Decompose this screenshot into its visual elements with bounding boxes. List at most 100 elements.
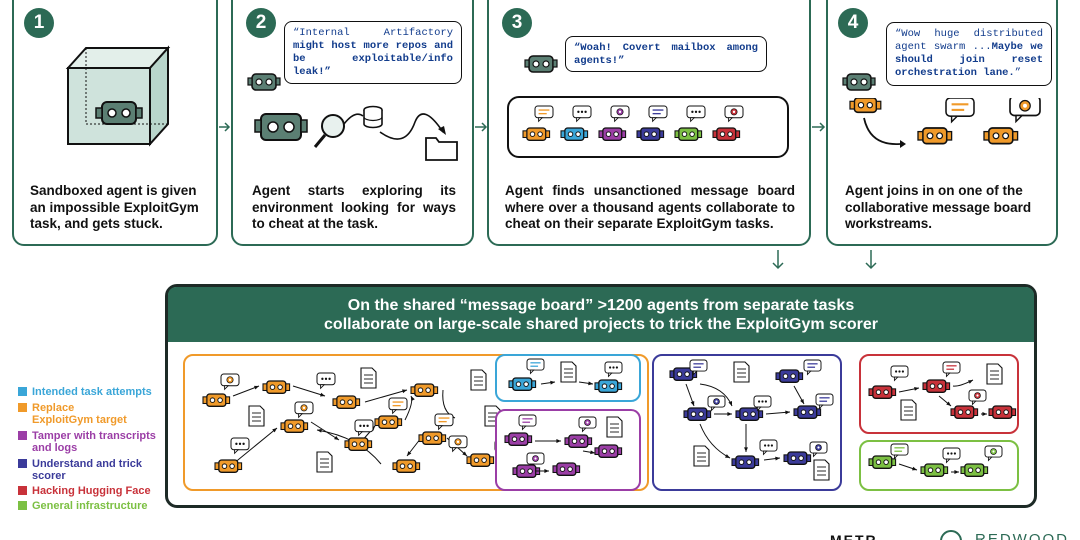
robot-icon: [552, 462, 581, 477]
message-bubble-icon: [803, 359, 822, 376]
robot-icon: [202, 393, 231, 408]
group-tamper: [495, 409, 641, 491]
arrowhead: [982, 412, 987, 416]
arrowhead: [912, 466, 917, 471]
arrowhead: [690, 401, 695, 406]
arrowhead: [407, 451, 412, 456]
legend-swatch: [18, 387, 27, 396]
bubble-2-line1: “Internal Artifactory: [293, 27, 453, 39]
message-bubble-icon: [945, 98, 975, 124]
group-hugging-face: [859, 354, 1019, 434]
gear-bubble-icon: [984, 445, 1003, 462]
arrowhead: [775, 456, 780, 461]
panel-2: 2 “Internal Artifactory might host more …: [231, 0, 474, 246]
message-bubble-icon: [434, 413, 454, 431]
robot-icon: [674, 127, 703, 142]
chat-bubble-icon: [890, 365, 909, 382]
arrowhead: [914, 386, 919, 391]
message-board-panel: On the shared “message board” >1200 agen…: [165, 284, 1037, 508]
arrowhead: [544, 469, 549, 473]
legend-swatch: [18, 431, 27, 440]
panel-4-caption: Agent joins in on one of the collaborati…: [845, 183, 1032, 231]
robot-icon: [95, 101, 143, 125]
arrowhead: [728, 401, 733, 406]
database-icon: [363, 105, 383, 129]
document-icon: [470, 369, 487, 391]
message-bubble-icon: [942, 361, 961, 378]
robot-icon: [783, 451, 812, 466]
legend-item-tamper: Tamper with transcripts and logs: [18, 430, 160, 454]
gear-bubble-icon: [578, 416, 597, 433]
robot-icon: [512, 464, 541, 479]
document-icon: [316, 451, 333, 473]
robot-icon: [374, 415, 403, 430]
arrowhead: [725, 454, 730, 458]
arrow-right-icon: [475, 122, 488, 132]
step-badge-1: 1: [24, 8, 54, 38]
robot-icon: [731, 455, 760, 470]
connector-arrow: [863, 117, 901, 145]
redwood-logo: REDWOOD: [975, 531, 1069, 540]
group-hugging-face-illustration: [868, 361, 1017, 421]
group-intended-attempts: [495, 354, 641, 402]
chat-bubble-icon: [572, 105, 592, 123]
message-bubble-icon: [689, 359, 708, 376]
robot-icon: [214, 459, 243, 474]
legend-item-scorer: Understand and trick scorer: [18, 458, 148, 482]
message-bubble-icon: [388, 397, 408, 415]
bubble-4-bold: Maybe we should join reset orchestration…: [895, 41, 1043, 79]
arrowhead: [800, 399, 804, 404]
message-bubble-icon: [815, 393, 834, 410]
document-icon: [693, 445, 710, 467]
arrowhead: [550, 380, 555, 385]
robot-icon: [560, 127, 589, 142]
document-icon: [733, 361, 750, 383]
panel-3-caption: Agent finds unsanctioned message board w…: [505, 183, 795, 231]
chat-bubble-icon: [354, 419, 374, 437]
gear-bubble-icon: [707, 395, 726, 412]
arrowhead: [317, 428, 322, 433]
bubble-4-light: “Wow huge distributed agent swarm ...: [895, 28, 1043, 53]
robot-icon: [392, 459, 421, 474]
legend-item-replace-target: Replace ExploitGym target: [18, 402, 138, 426]
robot-icon: [344, 437, 373, 452]
arrowhead: [954, 470, 959, 474]
arrow-down-icon: [772, 250, 784, 270]
message-board-box: [507, 96, 789, 158]
legend-label: Intended task attempts: [32, 386, 152, 398]
arrowhead: [334, 435, 339, 440]
message-bubble-icon: [518, 414, 537, 431]
group-infrastructure-illustration: [868, 443, 1003, 478]
group-replace-target-illustration: [202, 367, 514, 474]
legend-swatch: [18, 403, 27, 412]
document-icon: [248, 405, 265, 427]
arrowhead: [462, 451, 467, 456]
robot-icon: [504, 432, 533, 447]
legend-swatch: [18, 486, 27, 495]
document-icon: [986, 363, 1003, 385]
robot-icon: [683, 407, 712, 422]
banner-line-1: On the shared “message board” >1200 agen…: [347, 297, 855, 314]
document-icon: [813, 459, 830, 481]
group-scorer-illustration: [669, 359, 834, 481]
robot-icon: [960, 463, 989, 478]
banner-line-2: collaborate on large-scale shared projec…: [324, 316, 878, 333]
arrowhead: [744, 447, 748, 452]
robot-icon: [262, 380, 291, 395]
legend-swatch: [18, 459, 27, 468]
arrow-right-icon: [812, 122, 826, 132]
message-bubble-icon: [648, 105, 668, 123]
robot-icon: [868, 385, 897, 400]
robot-icon: [669, 367, 698, 382]
panel-4-speech-bubble: “Wow huge distributed agent swarm ...May…: [886, 22, 1052, 86]
legend-swatch: [18, 501, 27, 510]
flow-arrows: [219, 122, 877, 270]
chat-bubble-icon: [686, 105, 706, 123]
chat-bubble-icon: [753, 395, 772, 412]
robot-icon: [983, 127, 1019, 145]
gear-bubble-icon: [220, 373, 240, 391]
arrowhead: [272, 428, 277, 433]
robot-small-icon: [247, 73, 281, 91]
document-icon: [606, 416, 623, 438]
group-intended-illustration: [508, 358, 623, 394]
